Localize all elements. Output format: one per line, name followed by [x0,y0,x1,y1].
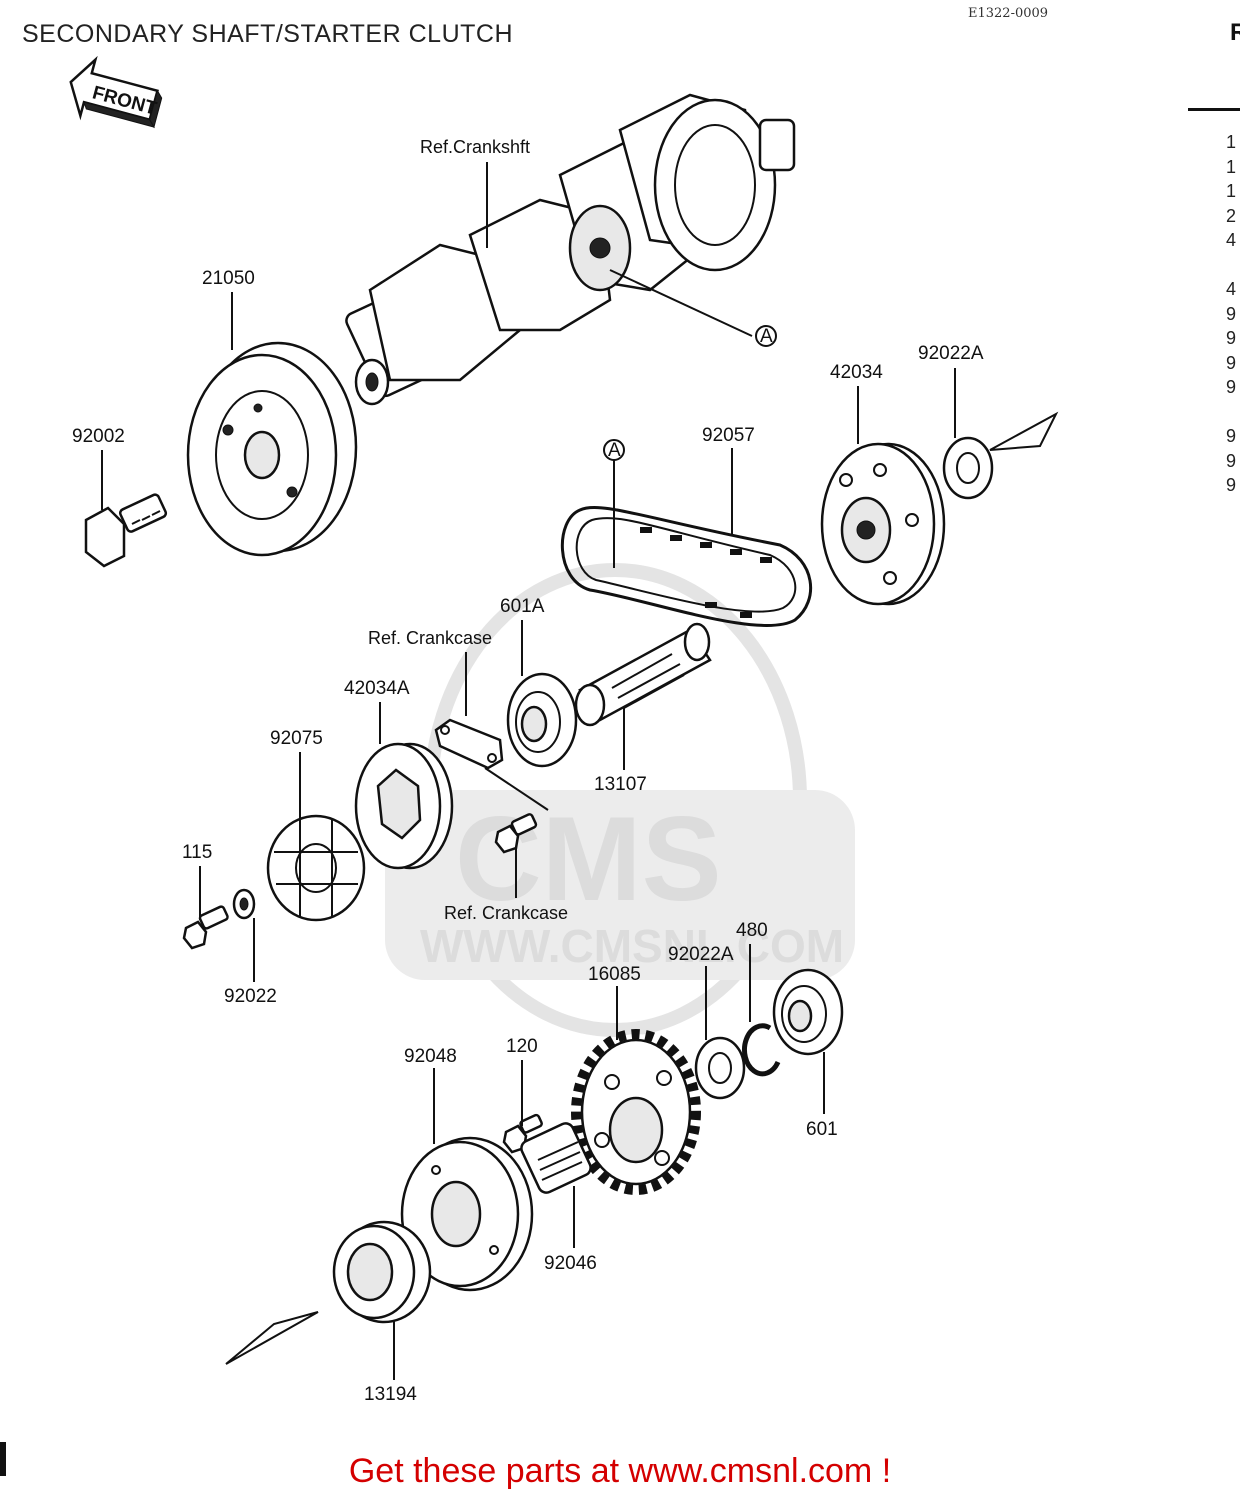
part-601a [506,672,578,768]
label-92048: 92048 [404,1046,457,1067]
label-480: 480 [736,920,768,941]
side-item: 4 [1226,230,1237,250]
label-13194: 13194 [364,1384,417,1405]
part-92057 [560,505,812,628]
part-92048 [400,1136,534,1292]
marker-a-chain: A [603,439,625,461]
part-92046 [520,1122,592,1194]
side-item [1226,253,1240,278]
part-92022 [232,888,256,920]
side-panel-list: 1 1 1 2 4 4 9 9 9 9 9 9 9 [1226,130,1240,498]
crankshaft [345,93,796,406]
part-92002 [84,493,168,568]
page-edge-mark [0,1442,6,1476]
label-92022a-top: 92022A [918,343,984,364]
side-item: 1 [1226,132,1237,152]
part-21050 [186,341,358,557]
label-601: 601 [806,1119,838,1140]
label-ref-crankcase-bottom: Ref. Crankcase [444,903,568,923]
side-item: 1 [1226,181,1237,201]
label-92075: 92075 [270,728,323,749]
part-16085 [571,1029,701,1195]
label-115: 115 [182,842,212,863]
watermark-url: WWW.CMSNL.COM [420,920,844,972]
part-480 [742,1023,781,1077]
label-13107: 13107 [594,774,647,795]
direction-arrows [225,411,1059,1365]
part-115 [182,905,229,950]
label-120: 120 [506,1036,538,1057]
part-13194 [332,1220,432,1324]
side-item: 9 [1226,352,1237,373]
label-21050: 21050 [202,268,255,289]
part-13107 [574,622,712,727]
label-92022: 92022 [224,986,277,1007]
label-92002: 92002 [72,426,125,447]
marker-a-top: A [755,325,777,347]
side-item: 2 [1226,205,1237,226]
crankcase-bracket [434,718,549,811]
side-item: 9 [1226,328,1237,348]
label-92046: 92046 [544,1253,597,1274]
part-42034a [354,742,454,870]
part-42034 [820,442,946,606]
diagram-code: E1322-0009 [968,6,1049,21]
side-panel-heading: R [1230,20,1240,46]
side-item [1226,400,1240,425]
label-92022a-low: 92022A [668,944,734,965]
side-item: 9 [1226,426,1237,446]
cta-link[interactable]: Get these parts at www.cmsnl.com ! [348,1452,892,1490]
leader-lines [101,162,956,1380]
label-ref-crankshaft: Ref.Crankshft [420,137,530,157]
watermark-logo: CMS [455,792,722,926]
side-item: 1 [1226,156,1237,177]
label-601a: 601A [500,596,545,617]
page-title: SECONDARY SHAFT/STARTER CLUTCH [22,20,514,48]
part-92075 [266,814,366,922]
side-item: 9 [1226,475,1237,495]
part-92022a-top [942,436,994,500]
label-42034a: 42034A [344,678,410,699]
label-ref-crankcase-top: Ref. Crankcase [368,628,492,648]
marker-a-chain-label: A [608,440,621,461]
side-item: 9 [1226,377,1237,397]
side-panel-divider [1188,108,1240,111]
part-601 [772,968,844,1056]
marker-a-top-label: A [760,326,773,347]
label-16085: 16085 [588,964,641,985]
front-arrow-icon: FRONT [69,55,163,129]
part-92022a-low [694,1036,746,1100]
side-item: 4 [1226,279,1237,299]
side-item: 9 [1226,450,1237,471]
label-92057: 92057 [702,425,755,446]
label-42034: 42034 [830,362,883,383]
side-item: 9 [1226,303,1237,324]
